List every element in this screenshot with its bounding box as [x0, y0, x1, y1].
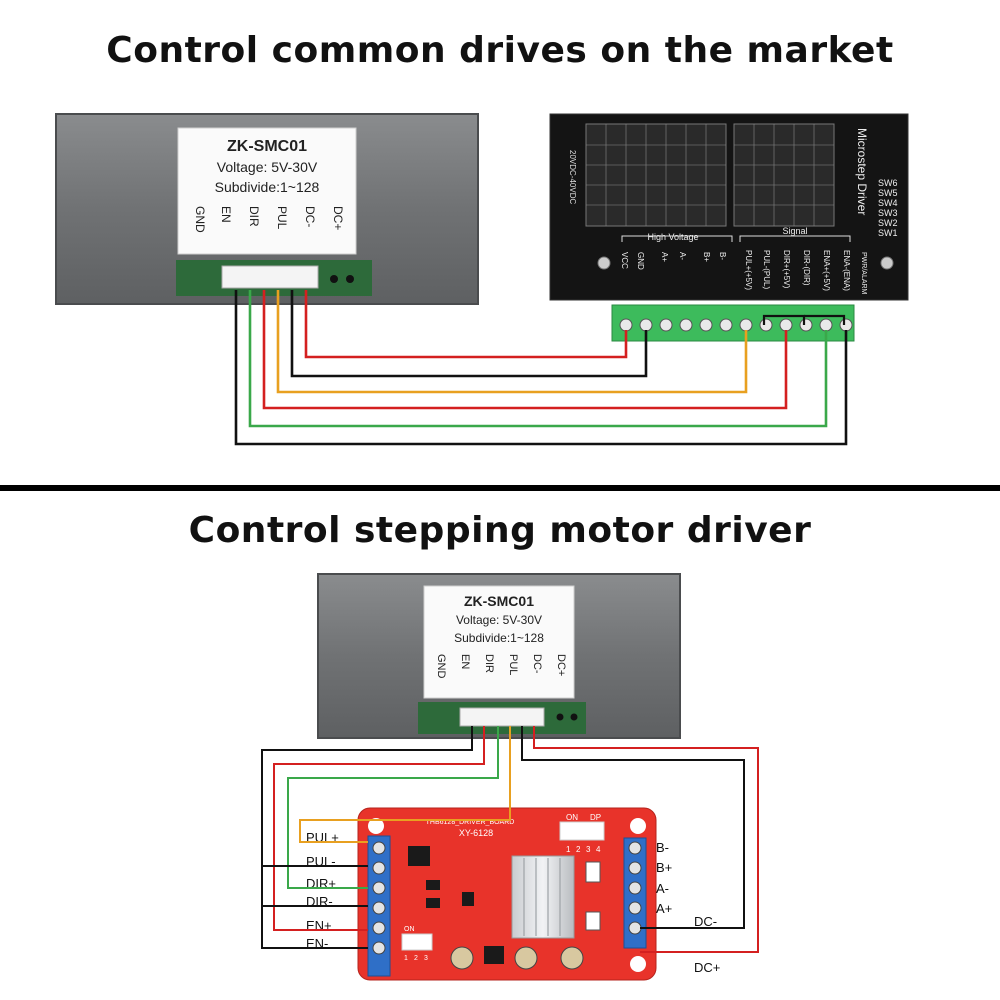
module-top-pin-gnd: GND [193, 206, 207, 233]
module-bottom-pin-gnd: GND [435, 654, 447, 679]
module-bottom-pin-dir: DIR [483, 654, 495, 673]
driver-term-dir-plus: DIR+(+5V) [782, 250, 791, 289]
module-bottom: ZK-SMC01 Voltage: 5V-30V Subdivide:1~128… [317, 573, 681, 739]
module-bottom-pin-pul: PUL [507, 654, 519, 675]
board-title: THB6128_DRIVER_BOARD [426, 819, 515, 826]
module-top-pin-dcp: DC+ [331, 206, 345, 230]
board-dip-1: 1 [566, 845, 571, 854]
board-small-dip-1: 1 [404, 955, 408, 962]
driver-term-vcc: VCC [620, 252, 629, 269]
section-divider [0, 485, 1000, 491]
driver-sw3: SW3 [878, 208, 898, 218]
module-bottom-subdivide: Subdivide:1~128 [454, 631, 544, 645]
term-label-dc-minus: DC- [694, 914, 717, 929]
term-label-dc-plus: DC+ [694, 960, 720, 975]
board-dip-4: 4 [596, 845, 601, 854]
board-right-terminals [623, 837, 647, 949]
driver-side-label: 20VDC-40VDC [568, 150, 577, 204]
driver-group-high-voltage: High Voltage [647, 232, 698, 242]
driver-term-ena-minus: ENA-(ENA) [842, 250, 851, 291]
board-dip-2: 2 [576, 845, 581, 854]
board-dip-3: 3 [586, 845, 591, 854]
driver-term-ena-plus: ENA+(+5V) [822, 250, 831, 291]
board-model: XY-6128 [459, 828, 493, 838]
module-bottom-pin-dcp: DC+ [555, 654, 567, 676]
driver-term-a-plus: A+ [660, 252, 669, 262]
microstep-driver-name: Microstep Driver [855, 128, 869, 215]
driver-terminal-block [611, 304, 855, 342]
bottom-wires [261, 726, 759, 953]
module-top-voltage: Voltage: 5V-30V [217, 159, 318, 175]
thb6128-driver-board: THB6128_DRIVER_BOARD XY-6128 ON DP 1 2 3… [357, 807, 657, 981]
driver-extra-label: PWR/ALARM [860, 252, 867, 295]
module-top-pin-en: EN [219, 206, 233, 223]
board-small-dip-on: ON [404, 926, 415, 933]
term-label-a-plus: A+ [656, 901, 672, 916]
module-top-subdivide: Subdivide:1~128 [215, 179, 320, 195]
module-top-pin-pul: PUL [275, 206, 289, 230]
board-small-dip-2: 2 [414, 955, 418, 962]
microstep-driver: Microstep Driver SW6 SW5 SW4 SW3 SW2 SW1… [549, 113, 909, 301]
module-top-pin-dcm: DC- [303, 206, 317, 227]
driver-sw1: SW1 [878, 228, 898, 238]
driver-term-pul-plus: PUL+(+5V) [744, 250, 753, 290]
driver-sw2: SW2 [878, 218, 898, 228]
driver-term-b-plus: B+ [702, 252, 711, 262]
driver-sw5: SW5 [878, 188, 898, 198]
driver-term-a-minus: A- [678, 252, 687, 260]
module-top-pin-dir: DIR [247, 206, 261, 227]
bottom-title: Control stepping motor driver [188, 510, 812, 551]
term-label-b-plus: B+ [656, 860, 672, 875]
driver-sw6: SW6 [878, 178, 898, 188]
driver-term-b-minus: B- [718, 252, 727, 260]
term-label-a-minus: A- [656, 881, 669, 896]
board-dip-on: ON [566, 813, 578, 822]
driver-group-signal: Signal [782, 226, 807, 236]
module-bottom-voltage: Voltage: 5V-30V [456, 613, 542, 627]
module-bottom-pin-en: EN [459, 654, 471, 669]
top-title: Control common drives on the market [106, 30, 894, 71]
module-bottom-model: ZK-SMC01 [464, 593, 534, 609]
driver-term-gnd: GND [636, 252, 645, 270]
driver-jumpers [762, 314, 846, 325]
board-dip-dp: DP [590, 813, 601, 822]
term-label-b-minus: B- [656, 840, 669, 855]
board-small-dip-3: 3 [424, 955, 428, 962]
top-wires [234, 290, 848, 446]
module-top-model: ZK-SMC01 [227, 138, 307, 155]
module-top: ZK-SMC01 Voltage: 5V-30V Subdivide:1~128… [55, 113, 479, 305]
board-left-terminals [367, 835, 391, 977]
driver-term-pul-minus: PUL-(PUL) [762, 250, 771, 289]
driver-sw4: SW4 [878, 198, 898, 208]
module-bottom-pin-dcm: DC- [531, 654, 543, 674]
driver-term-dir-minus: DIR-(DIR) [802, 250, 811, 286]
